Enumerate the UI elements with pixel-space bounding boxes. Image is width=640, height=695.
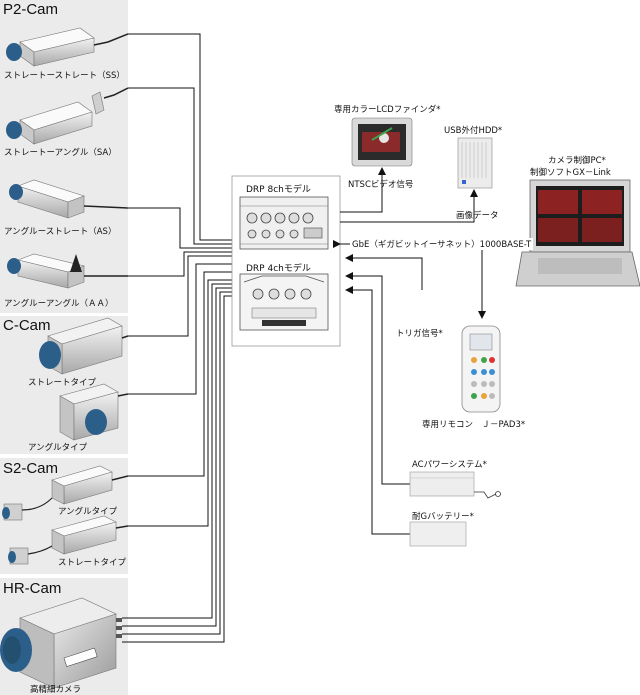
- ac-power-device: [409, 471, 501, 499]
- g-battery-device: [409, 521, 467, 547]
- ntsc-signal-label: NTSCビデオ信号: [348, 180, 414, 190]
- control-pc-label: カメラ制御PC*: [548, 156, 606, 166]
- image-data-label: 画像データ: [456, 211, 499, 221]
- caption-ss: ストレートーストレート（SS）: [4, 71, 125, 81]
- camera-as: [9, 179, 129, 219]
- section-title-c-cam: C-Cam: [3, 317, 51, 334]
- section-title-s2-cam: S2-Cam: [3, 460, 59, 477]
- camera-s2-straight: [8, 515, 129, 565]
- usb-hdd-device: [457, 137, 493, 189]
- trigger-signal-label: トリガ信号*: [396, 329, 443, 339]
- caption-hr: 高精細カメラ: [30, 685, 82, 695]
- caption-s2-angle: アングルタイプ: [58, 507, 118, 517]
- battery-label: 耐Gバッテリー*: [412, 512, 474, 522]
- camera-aa: [7, 253, 128, 289]
- ac-power-label: ACパワーシステム*: [412, 460, 487, 470]
- gbe-label: GbE（ギガビットイーサネット）1000BASE-T: [350, 238, 534, 250]
- caption-s2-straight: ストレートタイプ: [58, 558, 127, 568]
- lcd-finder-device: [351, 117, 413, 167]
- caption-sa: ストレートーアングル（SA）: [4, 148, 117, 158]
- caption-as: アングルーストレート（AS）: [4, 227, 117, 237]
- remote-label: 専用リモコン Ｊ－PAD3*: [422, 420, 526, 430]
- drp-8ch-unit: [239, 196, 329, 250]
- camera-hr: [0, 597, 122, 689]
- camera-wires: [122, 33, 232, 643]
- control-software-label: 制御ソフトGX－Link: [530, 168, 611, 178]
- camera-sa: [6, 87, 129, 145]
- caption-c-angle: アングルタイプ: [28, 443, 88, 453]
- camera-c-straight: [39, 317, 129, 375]
- camera-s2-angle: [2, 465, 129, 521]
- drp-8ch-label: DRP 8chモデル: [246, 185, 311, 195]
- usb-hdd-label: USB外付HDD*: [444, 126, 503, 136]
- remote-jpad3-device: [461, 325, 501, 413]
- camera-ss: [6, 27, 129, 67]
- lcd-finder-label: 専用カラーLCDファインダ*: [334, 105, 441, 115]
- section-title-hr-cam: HR-Cam: [3, 580, 62, 597]
- camera-c-angle: [59, 383, 129, 441]
- drp-4ch-label: DRP 4chモデル: [246, 264, 311, 274]
- caption-aa: アングルーアングル（ＡＡ）: [4, 299, 114, 309]
- caption-c-straight: ストレートタイプ: [28, 378, 97, 388]
- section-title-p2-cam: P2-Cam: [3, 1, 59, 18]
- control-pc-device: [515, 179, 640, 287]
- drp-4ch-unit: [239, 273, 329, 331]
